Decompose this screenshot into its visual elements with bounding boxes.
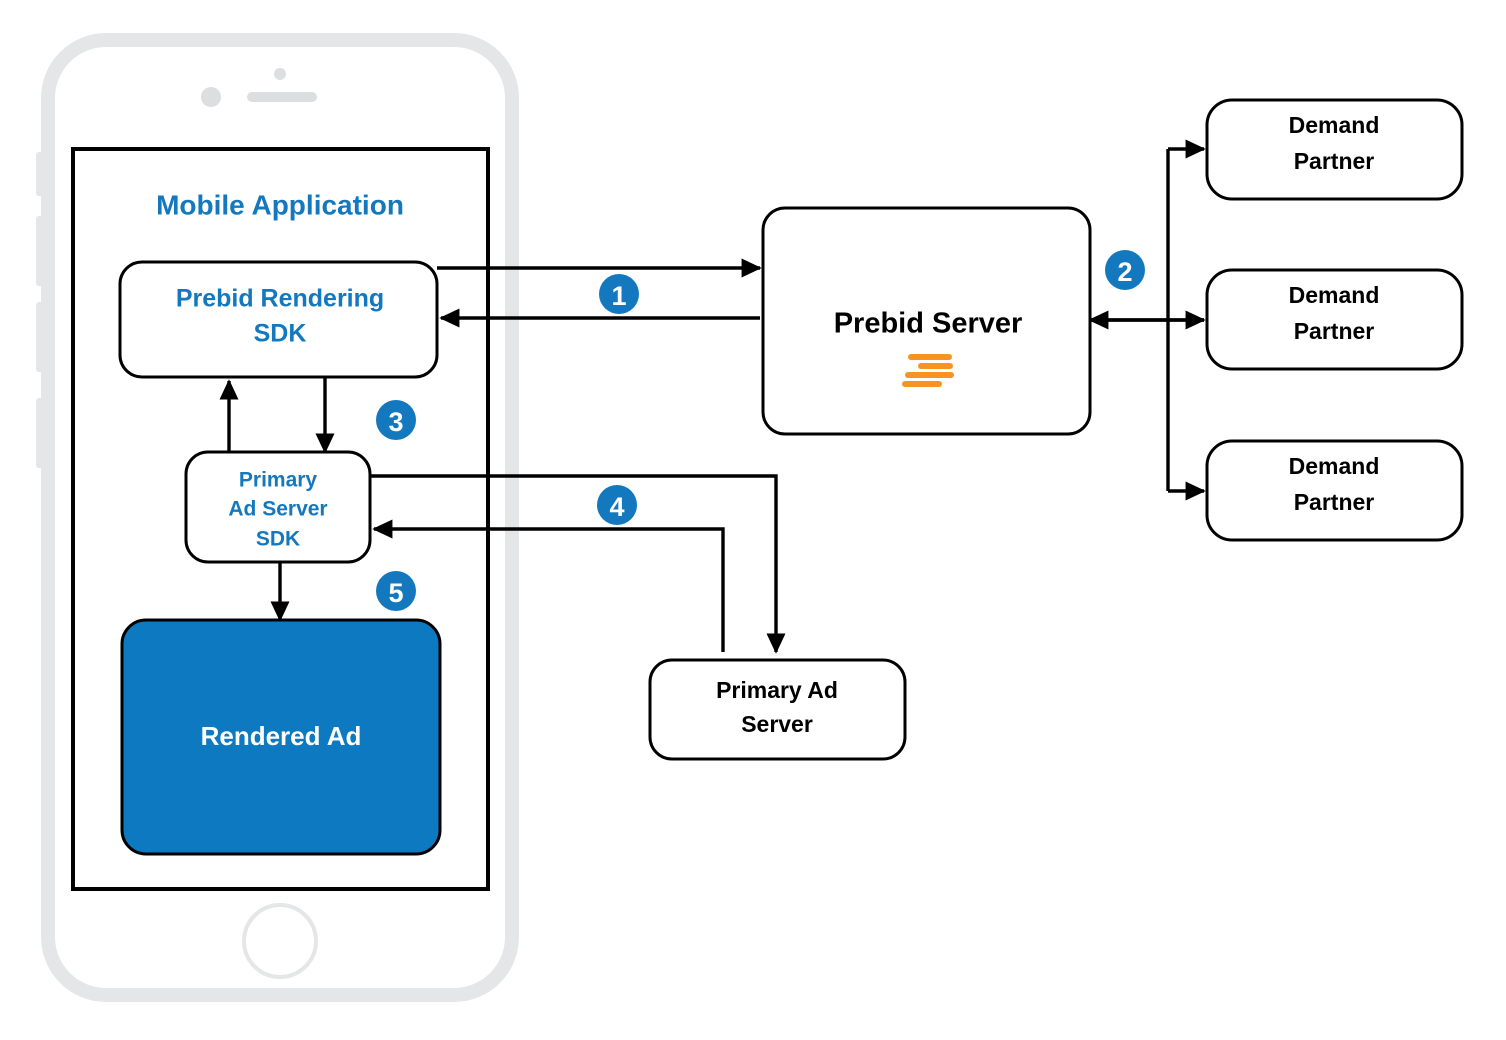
primary-ad-server-sdk-label-line2: Ad Server xyxy=(228,498,327,521)
prebid-server-label: Prebid Server xyxy=(834,308,1023,340)
primary-ad-server-label-line1: Primary Ad xyxy=(716,677,838,703)
step-badge-3: 3 xyxy=(376,400,416,440)
mobile-application-title: Mobile Application xyxy=(156,189,404,220)
node-demand-partner-2[interactable]: Demand Partner xyxy=(1205,268,1464,371)
step-badge-2: 2 xyxy=(1105,250,1145,290)
step-badge-5: 5 xyxy=(376,571,416,611)
step-badge-4: 4 xyxy=(597,485,637,525)
node-primary-ad-server[interactable]: Primary Ad Server xyxy=(648,658,907,761)
prebid-rendering-sdk-label-line1: Prebid Rendering xyxy=(176,285,384,313)
rendered-ad-label: Rendered Ad xyxy=(201,721,362,751)
step-badge-1: 1 xyxy=(599,274,639,314)
flow-line-adserver-sdk-to-ad-server xyxy=(370,474,786,654)
step-badge-4-label: 4 xyxy=(609,492,624,522)
node-demand-partner-1[interactable]: Demand Partner xyxy=(1205,98,1464,201)
phone-sensor xyxy=(201,87,221,107)
step-badge-5-label: 5 xyxy=(388,578,403,608)
step-badge-1-label: 1 xyxy=(611,281,626,311)
flow-line-ad-server-to-adserver-sdk xyxy=(372,519,725,652)
primary-ad-server-label-line2: Server xyxy=(741,711,813,737)
prebid-rendering-sdk-label-line2: SDK xyxy=(254,320,307,348)
demand-partner-1-label-line2: Partner xyxy=(1294,148,1375,174)
node-prebid-rendering-sdk[interactable]: Prebid Rendering SDK xyxy=(118,260,439,379)
phone-speaker xyxy=(247,92,317,102)
node-prebid-server[interactable]: Prebid Server xyxy=(761,206,1092,436)
phone-body-outline xyxy=(41,33,519,1002)
phone-camera xyxy=(274,68,286,80)
node-primary-ad-server-sdk[interactable]: Primary Ad Server SDK xyxy=(184,450,372,564)
demand-partner-3-label-line1: Demand xyxy=(1289,453,1380,479)
phone-home-button[interactable] xyxy=(242,903,318,979)
node-demand-partner-3[interactable]: Demand Partner xyxy=(1205,439,1464,542)
node-rendered-ad[interactable]: Rendered Ad xyxy=(120,618,442,856)
step-badge-3-label: 3 xyxy=(388,407,403,437)
step-badge-2-label: 2 xyxy=(1117,257,1132,287)
demand-partner-3-label-line2: Partner xyxy=(1294,489,1375,515)
primary-ad-server-sdk-label-line3: SDK xyxy=(256,528,300,551)
demand-partner-2-label-line1: Demand xyxy=(1289,282,1380,308)
demand-partner-1-label-line1: Demand xyxy=(1289,112,1380,138)
phone-device xyxy=(36,33,519,1002)
prebid-logo-icon xyxy=(902,354,954,387)
demand-partner-2-label-line2: Partner xyxy=(1294,318,1375,344)
primary-ad-server-sdk-label-line1: Primary xyxy=(239,469,318,492)
